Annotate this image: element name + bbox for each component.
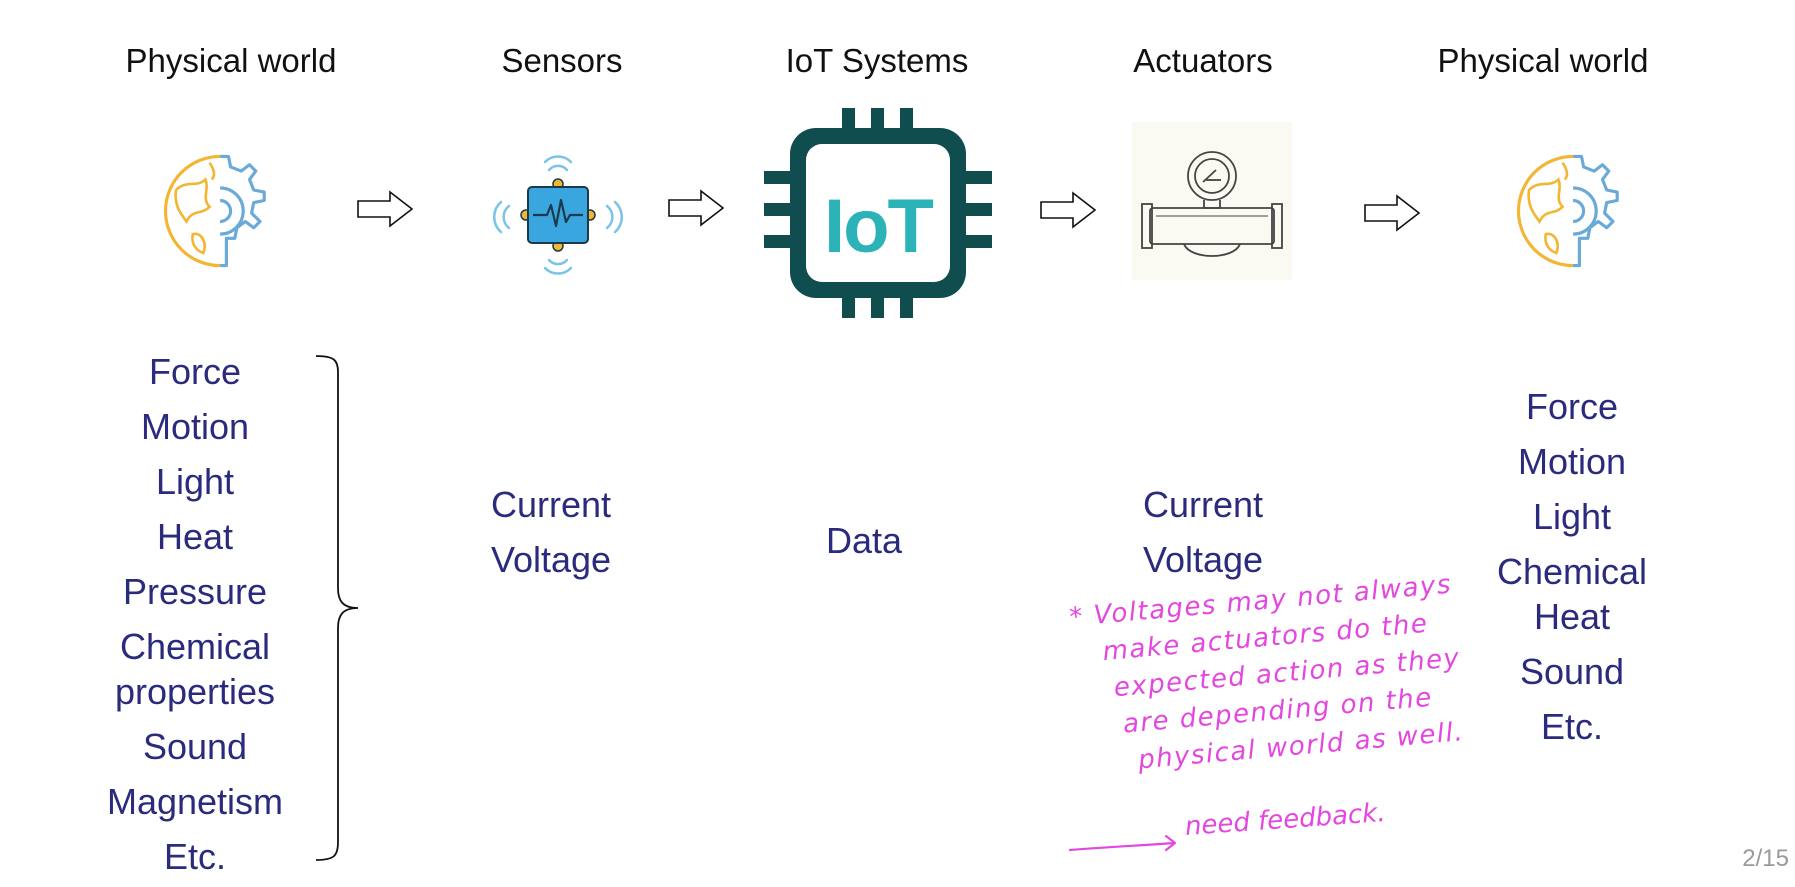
- header-iot-systems: IoT Systems: [785, 42, 969, 79]
- page-number: 2/15: [1742, 845, 1789, 872]
- right-arrow-icon: [668, 189, 725, 227]
- physical-outputs-list: Force Motion Light Chemical Heat Sound E…: [1497, 379, 1647, 754]
- right-arrow-icon: [357, 190, 414, 228]
- header-sensors: Sensors: [501, 42, 623, 79]
- iot-output-item: Data: [825, 520, 903, 561]
- flow-meter-icon: [1132, 122, 1292, 280]
- output-item: Light: [1532, 496, 1612, 537]
- input-item: Motion: [140, 406, 250, 447]
- output-item: Etc.: [1540, 706, 1604, 747]
- header-actuators: Actuators: [1133, 42, 1273, 79]
- output-item: Chemical: [1496, 551, 1648, 592]
- output-item: Sound: [1519, 651, 1625, 692]
- input-item: properties: [114, 671, 276, 712]
- actuator-inputs-list: Current Voltage: [1143, 477, 1263, 587]
- output-item: Motion: [1517, 441, 1627, 482]
- output-item: Force: [1525, 386, 1619, 427]
- sensor-vibration-icon: [492, 155, 624, 275]
- input-item: Magnetism: [106, 781, 284, 822]
- input-item: Heat: [156, 516, 234, 557]
- input-item: Pressure: [122, 571, 268, 612]
- actuator-input-item: Current: [1142, 484, 1264, 525]
- output-item: Heat: [1533, 596, 1611, 637]
- iot-chip-icon: IoT: [764, 108, 992, 318]
- input-item: Sound: [142, 726, 248, 767]
- feedback-note: need feedback.: [1184, 797, 1387, 842]
- iot-chip-label: IoT: [824, 184, 934, 269]
- handwritten-note: * Voltages may not always make actuators…: [1068, 566, 1468, 784]
- actuator-input-item: Voltage: [1142, 539, 1264, 580]
- iot-output: Data: [826, 513, 902, 568]
- sensor-output-item: Voltage: [490, 539, 612, 580]
- input-item: Chemical: [119, 626, 271, 667]
- header-physical-world-out: Physical world: [1437, 42, 1649, 79]
- header-physical-world-in: Physical world: [125, 42, 337, 79]
- sensor-outputs-list: Current Voltage: [491, 477, 611, 587]
- sensor-output-item: Current: [490, 484, 612, 525]
- input-item: Light: [155, 461, 235, 502]
- right-arrow-icon: [1364, 194, 1421, 232]
- globe-gear-icon: [163, 154, 266, 268]
- input-item: Force: [148, 351, 242, 392]
- physical-inputs-list: Force Motion Light Heat Pressure Chemica…: [107, 344, 283, 884]
- right-arrow-icon: [1040, 191, 1097, 229]
- feedback-arrow-icon: [1068, 834, 1177, 852]
- globe-gear-icon: [1516, 154, 1619, 268]
- input-item: Etc.: [163, 836, 226, 877]
- curly-bracket: [315, 355, 359, 861]
